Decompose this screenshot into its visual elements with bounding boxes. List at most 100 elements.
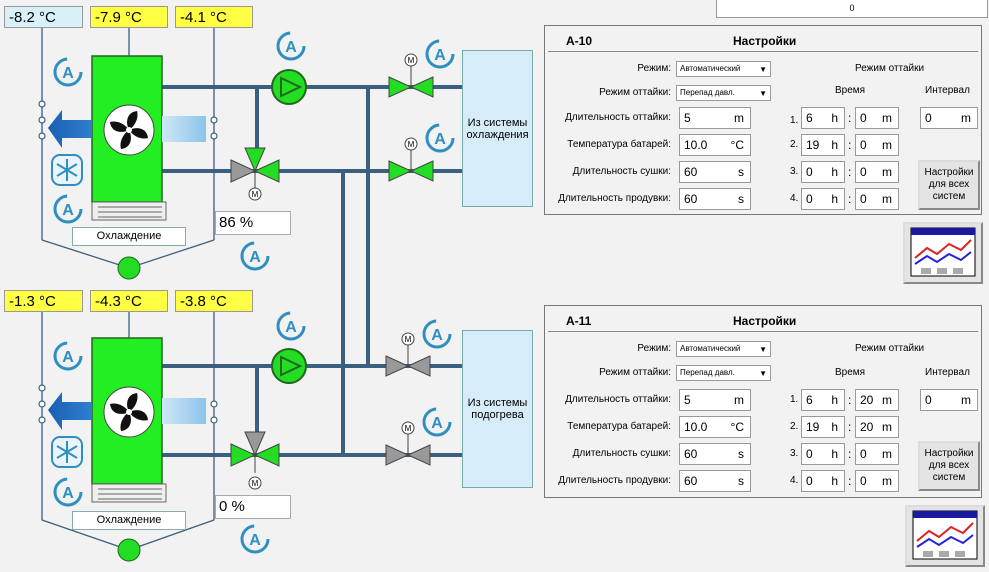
unit-label: °C — [730, 420, 744, 434]
valve-icon[interactable] — [385, 345, 431, 377]
unit-label: h — [831, 474, 838, 488]
settings-panel-a10: A-10 Настройки Режим: Автоматический▼ Ре… — [544, 25, 982, 215]
dry-duration-value: 60 — [684, 165, 698, 179]
defrost-mode-select[interactable]: Перепад давл.▼ — [676, 365, 771, 381]
battery-temp-label: Температура батарей: — [567, 139, 671, 150]
battery-temp-input[interactable]: 10.0°C — [679, 134, 751, 156]
valve-icon[interactable] — [385, 434, 431, 466]
trend-chart-button[interactable] — [905, 505, 985, 567]
schedule-row-number: 3. — [790, 448, 799, 459]
three-way-valve-icon[interactable] — [230, 147, 280, 188]
svg-text:M: M — [408, 140, 415, 149]
hour-value: 0 — [806, 447, 813, 461]
unit-label: h — [831, 192, 838, 206]
apply-all-systems-button[interactable]: Настройки для всех систем — [918, 441, 980, 491]
mode-value: Автоматический — [680, 344, 741, 353]
motor-icon: M — [404, 53, 418, 67]
air-in-block — [162, 116, 206, 142]
pump-icon[interactable] — [271, 348, 307, 384]
temp-readout: -4.3 °C — [90, 290, 168, 312]
colon-separator: : — [848, 165, 852, 179]
coil-mode-label: Охлаждение — [72, 227, 186, 246]
panel-title: Настройки — [733, 314, 797, 328]
motor-icon: M — [401, 332, 415, 346]
valve-icon[interactable] — [388, 150, 434, 182]
unit-label: m — [882, 393, 892, 407]
mode-select[interactable]: Автоматический▼ — [676, 341, 771, 357]
auto-mode-icon[interactable]: A — [276, 311, 306, 341]
schedule-row-number: 4. — [790, 193, 799, 204]
mode-select[interactable]: Автоматический▼ — [676, 61, 771, 77]
auto-mode-icon[interactable]: A — [240, 241, 270, 271]
hour-value: 0 — [806, 474, 813, 488]
interval-value: 0 — [925, 111, 932, 125]
auto-mode-icon[interactable]: A — [425, 123, 455, 153]
panel-title: Настройки — [733, 34, 797, 48]
svg-text:A: A — [431, 327, 443, 344]
mode-label: Режим: — [637, 343, 671, 354]
auto-mode-icon[interactable]: A — [422, 319, 452, 349]
unit-label: s — [738, 192, 744, 206]
motor-icon: M — [401, 421, 415, 435]
auto-mode-icon[interactable]: A — [276, 31, 306, 61]
auto-mode-icon[interactable]: A — [53, 194, 83, 224]
defrost-mode-select[interactable]: Перепад давл. ▼ — [676, 85, 771, 101]
svg-text:A: A — [285, 39, 297, 56]
svg-text:A: A — [285, 319, 297, 336]
schedule-row-number: 2. — [790, 421, 799, 432]
status-lamp-2 — [117, 538, 141, 562]
auto-mode-icon[interactable]: A — [422, 407, 452, 437]
hour-value: 6 — [806, 111, 813, 125]
temp-readout: -4.1 °C — [175, 6, 253, 28]
source-box-cooling: Из системы охлаждения — [462, 50, 533, 207]
trend-chart-button[interactable] — [903, 222, 983, 284]
unit-label: m — [882, 138, 892, 152]
chevron-down-icon: ▼ — [759, 89, 767, 98]
valve-position-readout: 0 % — [215, 495, 291, 519]
panel-header: A-10 Настройки — [548, 29, 978, 52]
source-label: Из системы подогрева — [467, 397, 528, 421]
auto-mode-icon[interactable]: A — [240, 524, 270, 554]
auto-mode-icon[interactable]: A — [53, 341, 83, 371]
svg-text:A: A — [249, 249, 261, 266]
status-lamp-1 — [117, 256, 141, 280]
purge-duration-label: Длительность продувки: — [558, 193, 671, 204]
valve-icon[interactable] — [388, 66, 434, 98]
apply-all-systems-button[interactable]: Настройки для всех систем — [918, 160, 980, 210]
auto-mode-icon[interactable]: A — [53, 477, 83, 507]
battery-temp-input[interactable]: 10.0°C — [679, 416, 751, 438]
auto-mode-icon[interactable]: A — [53, 57, 83, 87]
three-way-valve-icon[interactable] — [230, 431, 280, 473]
pump-icon[interactable] — [271, 69, 307, 105]
auto-mode-icon[interactable]: A — [425, 39, 455, 69]
unit-label: m — [734, 111, 744, 125]
defrost-mode-value: Перепад давл. — [680, 88, 735, 97]
minute-value: 0 — [860, 192, 867, 206]
purge-duration-value: 60 — [684, 474, 698, 488]
svg-text:M: M — [405, 335, 412, 344]
